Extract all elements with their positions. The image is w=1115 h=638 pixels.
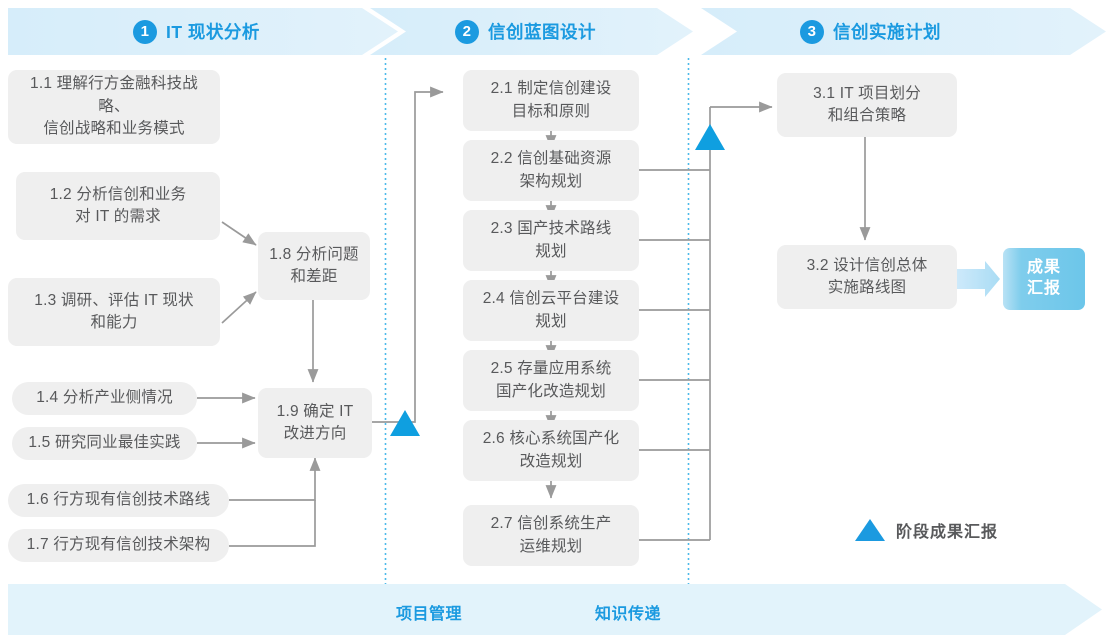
footer-item-knowledge-transfer[interactable]: 知识传递 bbox=[595, 606, 662, 623]
task-box-2-7[interactable]: 2.7 信创系统生产 运维规划 bbox=[463, 505, 639, 566]
legend-milestone: 阶段成果汇报 bbox=[855, 518, 998, 542]
legend-label: 阶段成果汇报 bbox=[896, 524, 999, 541]
connector-1-3-to-1-8 bbox=[221, 291, 257, 324]
phase-header-1[interactable]: 1 IT 现状分析 bbox=[133, 19, 260, 44]
milestone-triangle-2 bbox=[695, 124, 725, 150]
connector-1-2-to-1-8 bbox=[221, 221, 257, 246]
task-box-1-7[interactable]: 1.7 行方现有信创技术架构 bbox=[8, 529, 229, 562]
result-arrow-icon bbox=[955, 261, 1000, 297]
task-box-1-5[interactable]: 1.5 研究同业最佳实践 bbox=[12, 427, 197, 460]
task-box-2-1[interactable]: 2.1 制定信创建设 目标和原则 bbox=[463, 70, 639, 131]
phase-number-badge: 2 bbox=[455, 19, 479, 44]
phase-title: IT 现状分析 bbox=[166, 22, 260, 42]
task-box-2-2[interactable]: 2.2 信创基础资源 架构规划 bbox=[463, 140, 639, 201]
footer-item-project-management[interactable]: 项目管理 bbox=[396, 606, 463, 623]
phase-header-2[interactable]: 2 信创蓝图设计 bbox=[455, 19, 596, 44]
task-box-1-4[interactable]: 1.4 分析产业侧情况 bbox=[12, 382, 197, 415]
phase-number-badge: 3 bbox=[800, 19, 824, 44]
task-box-3-2[interactable]: 3.2 设计信创总体 实施路线图 bbox=[777, 245, 957, 309]
task-box-2-5[interactable]: 2.5 存量应用系统 国产化改造规划 bbox=[463, 350, 639, 411]
phase-header-3[interactable]: 3 信创实施计划 bbox=[800, 19, 941, 44]
task-box-1-8[interactable]: 1.8 分析问题 和差距 bbox=[258, 232, 370, 300]
task-box-1-2[interactable]: 1.2 分析信创和业务 对 IT 的需求 bbox=[16, 172, 220, 240]
task-box-1-1[interactable]: 1.1 理解行方金融科技战略、 信创战略和业务模式 bbox=[8, 70, 220, 144]
connector-1-6-to-1-9 bbox=[229, 457, 321, 501]
task-box-1-6[interactable]: 1.6 行方现有信创技术路线 bbox=[8, 484, 229, 517]
connector-1-9-to-2-1 bbox=[372, 86, 444, 423]
connector-1-7-to-1-9 bbox=[229, 500, 316, 547]
task-box-2-4[interactable]: 2.4 信创云平台建设 规划 bbox=[463, 280, 639, 341]
task-box-2-3[interactable]: 2.3 国产技术路线 规划 bbox=[463, 210, 639, 271]
phase-number-badge: 1 bbox=[133, 19, 157, 44]
task-box-3-1[interactable]: 3.1 IT 项目划分 和组合策略 bbox=[777, 73, 957, 137]
phase-title: 信创实施计划 bbox=[833, 22, 941, 42]
task-box-1-9[interactable]: 1.9 确定 IT 改进方向 bbox=[258, 388, 372, 458]
result-report-badge[interactable]: 成果 汇报 bbox=[1003, 248, 1085, 310]
task-box-2-6[interactable]: 2.6 核心系统国产化 改造规划 bbox=[463, 420, 639, 481]
task-box-1-3[interactable]: 1.3 调研、评估 IT 现状 和能力 bbox=[8, 278, 220, 346]
phase-title: 信创蓝图设计 bbox=[488, 22, 596, 42]
milestone-triangle-1 bbox=[390, 410, 420, 436]
triangle-icon bbox=[855, 519, 885, 541]
footer-band bbox=[8, 584, 1102, 635]
